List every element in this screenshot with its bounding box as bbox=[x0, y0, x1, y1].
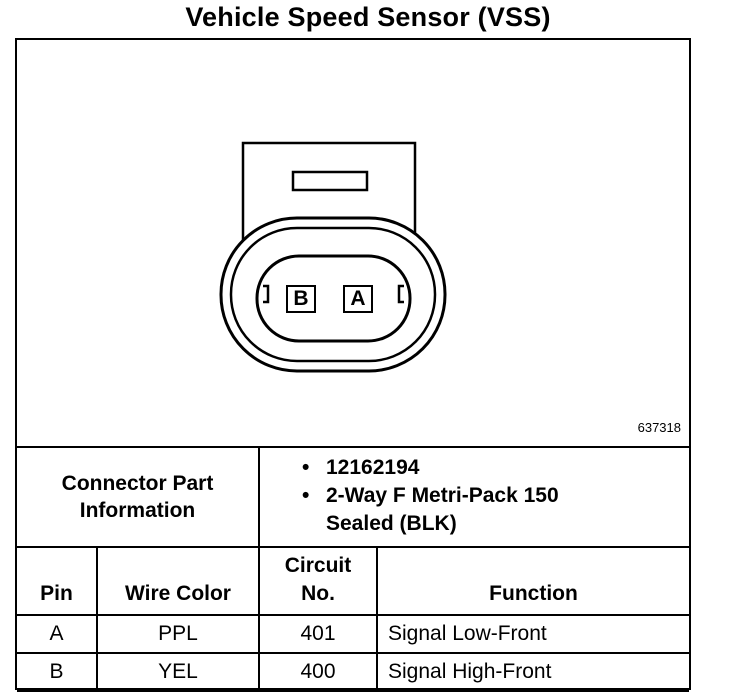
connector-face-drawing bbox=[219, 141, 447, 373]
table-row: B YEL 400 Signal High-Front bbox=[17, 652, 689, 692]
header-circuit-line2: No. bbox=[301, 582, 335, 605]
part-info-row: Connector Part Information • 12162194 • … bbox=[17, 446, 689, 548]
part-info-item: • 2-Way F Metri-Pack 150 Sealed (BLK) bbox=[302, 482, 689, 538]
part-number: 12162194 bbox=[326, 456, 420, 479]
connector-type: 2-Way F Metri-Pack 150 Sealed (BLK) bbox=[326, 482, 559, 538]
table-header-row: Pin Wire Color Circuit No. Function bbox=[17, 546, 689, 616]
header-circuit: Circuit No. bbox=[258, 546, 378, 616]
connector-key-left bbox=[263, 284, 270, 304]
connector-info-table: Connector Part Information • 12162194 • … bbox=[17, 446, 689, 692]
pin-b-label: B bbox=[286, 285, 316, 313]
page-title: Vehicle Speed Sensor (VSS) bbox=[185, 2, 551, 32]
part-info-label-line2: Information bbox=[79, 499, 196, 522]
part-info-item: • 12162194 bbox=[302, 454, 689, 482]
bullet-icon: • bbox=[302, 484, 310, 507]
bullet-icon: • bbox=[302, 456, 310, 479]
row-pin: B bbox=[17, 652, 98, 692]
header-circuit-line1: Circuit bbox=[284, 554, 352, 577]
connector-diagram: B A 637318 bbox=[17, 40, 689, 448]
connector-type-line2: Sealed (BLK) bbox=[326, 512, 457, 535]
connector-key-right bbox=[397, 284, 404, 304]
part-info-list: • 12162194 • 2-Way F Metri-Pack 150 Seal… bbox=[258, 446, 689, 548]
row-function: Signal Low-Front bbox=[376, 614, 689, 654]
row-pin: A bbox=[17, 614, 98, 654]
table-row: A PPL 401 Signal Low-Front bbox=[17, 614, 689, 654]
row-wire-color: YEL bbox=[96, 652, 260, 692]
header-pin: Pin bbox=[17, 546, 98, 616]
part-info-label-line1: Connector Part bbox=[61, 472, 214, 495]
header-function: Function bbox=[376, 546, 689, 616]
connector-shell-ring bbox=[229, 226, 437, 363]
connector-latch-slot bbox=[291, 170, 369, 192]
connector-type-line1: 2-Way F Metri-Pack 150 bbox=[326, 484, 559, 507]
header-wire-color: Wire Color bbox=[96, 546, 260, 616]
connector-frame: B A 637318 Connector Part Information • … bbox=[15, 38, 691, 692]
row-wire-color: PPL bbox=[96, 614, 260, 654]
pin-a-label: A bbox=[343, 285, 373, 313]
row-circuit: 401 bbox=[258, 614, 378, 654]
connector-inner-cavity bbox=[255, 254, 412, 343]
part-info-label: Connector Part Information bbox=[17, 446, 260, 548]
figure-id: 637318 bbox=[637, 420, 681, 435]
row-circuit: 400 bbox=[258, 652, 378, 692]
row-function: Signal High-Front bbox=[376, 652, 689, 692]
